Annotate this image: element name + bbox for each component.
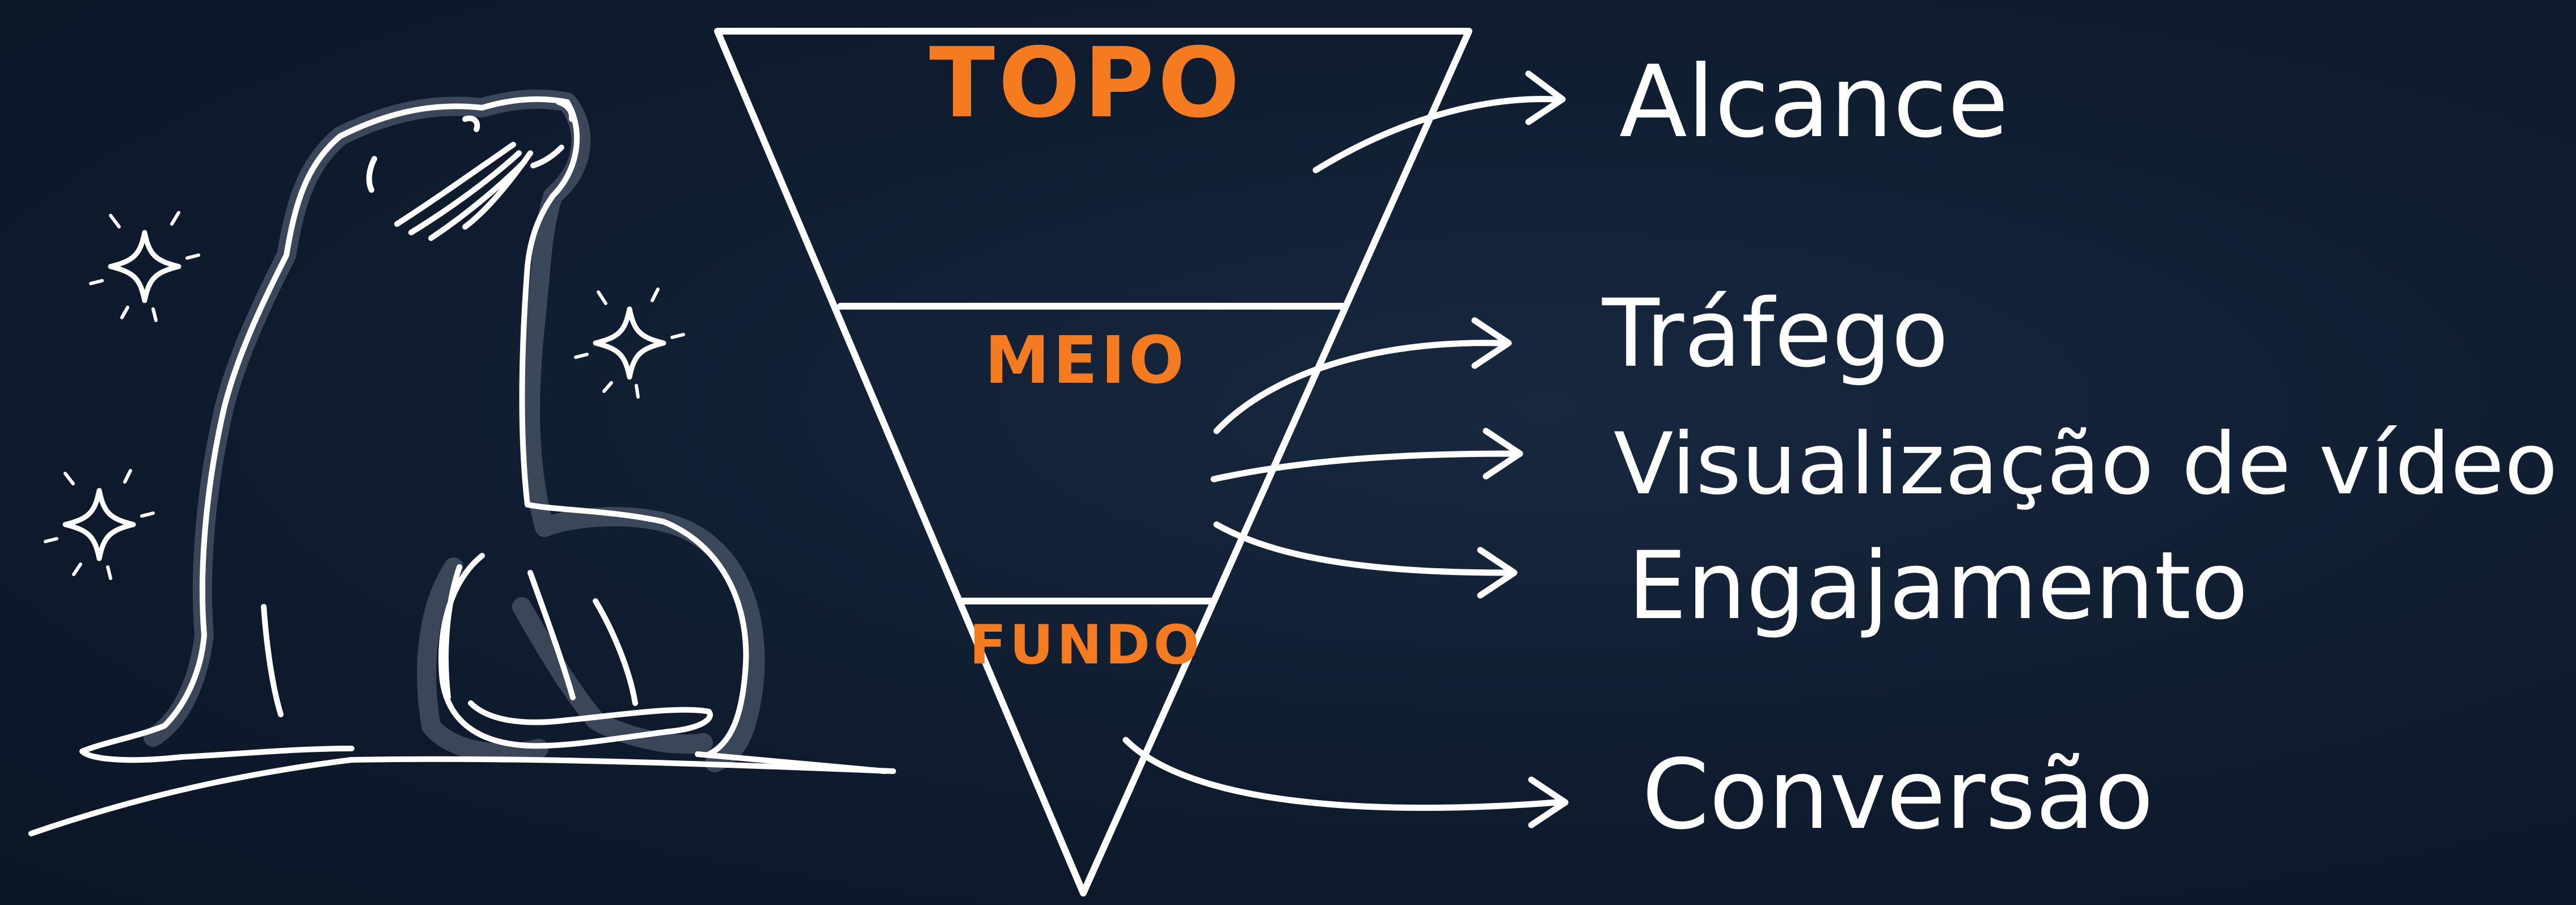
funnel: TOPO MEIO FUNDO xyxy=(714,27,1472,896)
metric-label-alcance: Alcance xyxy=(1619,45,2009,160)
sea-lion-illustration xyxy=(28,89,896,836)
metric-labels: Alcance Tráfego Visualização de vídeo En… xyxy=(1602,45,2558,851)
metric-label-conversao: Conversão xyxy=(1642,739,2153,851)
funnel-outline xyxy=(714,28,1472,896)
arrow-engajamento xyxy=(1213,521,1518,599)
stage-label-fundo: FUNDO xyxy=(969,614,1202,676)
arrow-alcance xyxy=(1312,70,1566,174)
sparkle-icon xyxy=(574,287,685,399)
metric-label-trafego: Tráfego xyxy=(1602,279,1949,388)
metric-label-engajamento: Engajamento xyxy=(1628,531,2248,640)
metric-label-visualizacao: Visualização de vídeo xyxy=(1614,415,2558,514)
stage-label-meio: MEIO xyxy=(985,323,1188,399)
arrows xyxy=(1122,70,1569,828)
arrow-trafego xyxy=(1213,317,1512,434)
arrow-visualizacao xyxy=(1210,428,1523,483)
sparkle-icon xyxy=(44,469,155,580)
stage-label-topo: TOPO xyxy=(929,27,1243,139)
sparkle-icon xyxy=(89,211,200,322)
arrow-conversao xyxy=(1122,737,1569,828)
